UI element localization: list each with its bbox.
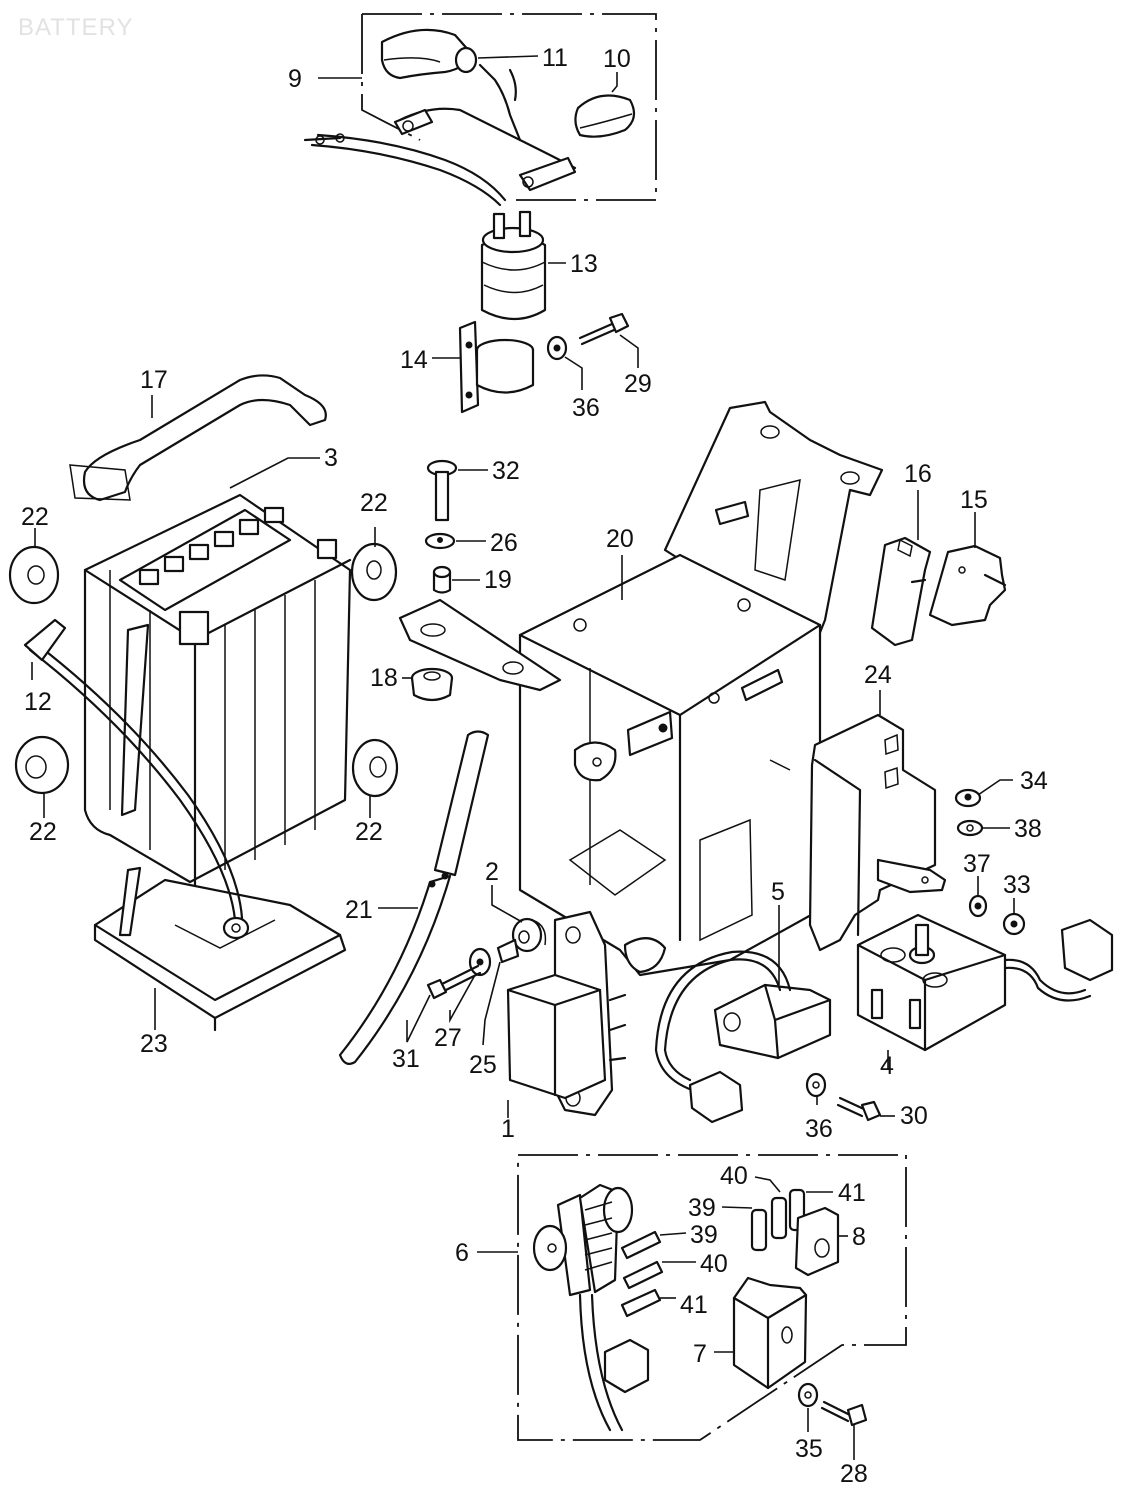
part-27-washer <box>468 947 492 977</box>
part-8-fuse-holder <box>794 1206 840 1277</box>
part-22-rubber-cushions <box>8 542 399 798</box>
callout-labels: 9 11 10 13 14 29 36 17 3 32 26 19 20 16 … <box>21 44 1048 1488</box>
callout-28: 28 <box>840 1460 868 1488</box>
callout-39-lower: 39 <box>690 1221 718 1249</box>
callout-15: 15 <box>960 486 988 514</box>
callout-41-upper: 41 <box>838 1179 866 1207</box>
part-38-washer <box>956 819 984 837</box>
callout-37: 37 <box>963 850 991 878</box>
callout-22-top-right: 22 <box>360 489 388 517</box>
callout-36-lower: 36 <box>805 1115 833 1143</box>
part-30-bolt <box>836 1096 882 1122</box>
callout-32: 32 <box>492 457 520 485</box>
part-33-nut <box>1002 912 1026 936</box>
part-35-washer <box>797 1382 819 1408</box>
part-29-bolt <box>578 312 630 346</box>
part-7-fuse-cover <box>732 1276 808 1390</box>
part-34-nut <box>954 788 982 808</box>
callout-6: 6 <box>455 1239 469 1267</box>
callout-19: 19 <box>484 566 512 594</box>
part-19-collar <box>432 565 452 594</box>
callout-18: 18 <box>370 664 398 692</box>
callout-22-bottom-left: 22 <box>29 818 57 846</box>
callout-23: 23 <box>140 1030 168 1058</box>
part-4-electrical-box <box>856 913 1114 1052</box>
part-23-battery-tray <box>93 866 347 1032</box>
callout-34: 34 <box>1020 767 1048 795</box>
part-5-coil-unit <box>654 950 832 1124</box>
part-39-fuse-lower <box>620 1230 662 1260</box>
part-25-collar <box>496 938 520 964</box>
part-12-battery-cable <box>23 618 250 940</box>
callout-38: 38 <box>1014 815 1042 843</box>
callout-29: 29 <box>624 370 652 398</box>
callout-22-bottom-right: 22 <box>355 818 383 846</box>
callout-33: 33 <box>1003 871 1031 899</box>
callout-21: 21 <box>345 896 373 924</box>
callout-8: 8 <box>852 1223 866 1251</box>
part-3-battery <box>83 493 352 887</box>
callout-11: 11 <box>542 44 568 72</box>
callout-17: 17 <box>140 366 168 394</box>
part-26-washer <box>424 532 456 550</box>
callout-5: 5 <box>771 878 785 906</box>
part-32-bolt <box>426 459 458 522</box>
part-11-terminal-cover <box>380 28 478 80</box>
harness-cables <box>303 63 577 207</box>
callout-22-top-left: 22 <box>21 503 49 531</box>
part-36-washer-lower <box>805 1072 827 1098</box>
part-41-fuse-lower <box>620 1288 662 1318</box>
callout-16: 16 <box>904 460 932 488</box>
callout-12: 12 <box>24 688 52 716</box>
part-39-fuse-upper <box>750 1208 768 1252</box>
callout-13: 13 <box>570 250 598 278</box>
callout-10: 10 <box>603 45 631 73</box>
part-36-washer-upper <box>546 335 568 361</box>
callout-4: 4 <box>880 1052 894 1080</box>
part-10-terminal-cover <box>574 94 636 138</box>
part-37-nut <box>968 894 988 918</box>
part-15-relay <box>928 544 1007 627</box>
part-1-regulator <box>506 910 627 1117</box>
callout-20: 20 <box>606 525 634 553</box>
callout-40-upper: 40 <box>720 1162 748 1190</box>
diagram-title: BATTERY <box>18 14 134 41</box>
part-18-grommet <box>410 667 454 702</box>
callout-30: 30 <box>900 1102 928 1130</box>
callout-35: 35 <box>795 1435 823 1463</box>
callout-39-upper: 39 <box>688 1194 716 1222</box>
part-17-battery-strap <box>69 374 327 502</box>
part-16-relay <box>870 536 932 647</box>
callout-41-lower: 41 <box>680 1291 708 1319</box>
callout-40-lower: 40 <box>700 1250 728 1278</box>
part-14-solenoid-bracket <box>458 320 535 414</box>
callout-3: 3 <box>324 444 338 472</box>
callout-9: 9 <box>288 65 302 93</box>
group-6-box <box>517 1154 907 1441</box>
callout-24: 24 <box>864 661 892 689</box>
callout-27: 27 <box>434 1024 462 1052</box>
callout-25: 25 <box>469 1051 497 1079</box>
part-6-fuse-box <box>532 1183 650 1432</box>
part-13-starter-solenoid <box>480 210 547 320</box>
callout-14: 14 <box>400 346 428 374</box>
part-21-breather-tube <box>338 730 490 1065</box>
callout-31: 31 <box>392 1045 420 1073</box>
leader-lines <box>31 55 1015 1460</box>
part-2-grommet <box>511 917 547 953</box>
callout-1: 1 <box>501 1115 515 1143</box>
callout-26: 26 <box>490 529 518 557</box>
callout-2: 2 <box>485 858 499 886</box>
part-20-battery-case <box>398 400 884 977</box>
part-31-bolt <box>426 964 482 1000</box>
callout-36-upper: 36 <box>572 394 600 422</box>
callout-7: 7 <box>693 1340 707 1368</box>
part-28-bolt <box>820 1400 868 1427</box>
part-24-bracket <box>808 713 947 952</box>
part-40-fuse-lower <box>622 1260 664 1290</box>
part-40-fuse-upper <box>770 1196 788 1240</box>
battery-caps <box>138 506 285 586</box>
